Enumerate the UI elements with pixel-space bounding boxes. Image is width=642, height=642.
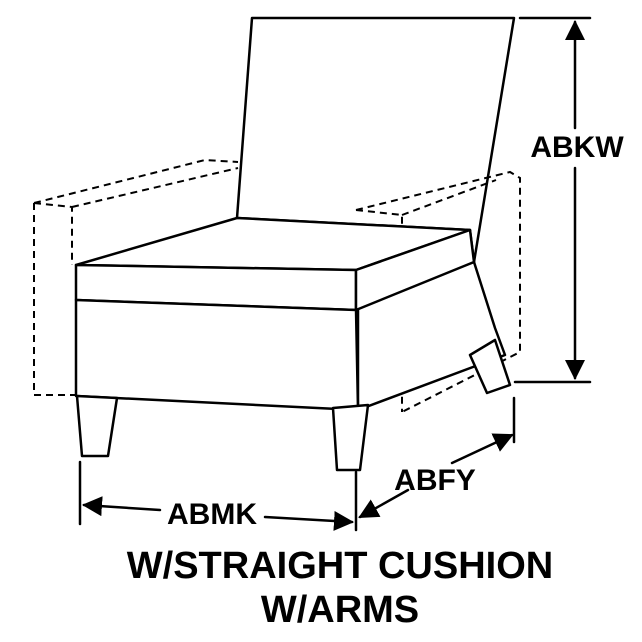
width-label: ABMK (167, 498, 257, 531)
depth-label: ABFY (394, 464, 476, 497)
back-right-leg (468, 338, 512, 395)
front-left-leg (75, 394, 119, 458)
depth-dimension (358, 433, 514, 519)
seat-cushion-side (354, 228, 476, 312)
chair-base-front (74, 298, 360, 412)
height-label: ABKW (530, 131, 624, 164)
front-right-leg (331, 403, 370, 472)
extension-lines (78, 16, 592, 532)
caption-line-2: W/ARMS (261, 589, 419, 631)
caption-line-1: W/STRAIGHT CUSHION (127, 545, 553, 587)
left-arm-outline (33, 158, 239, 396)
width-dimension (82, 496, 354, 531)
